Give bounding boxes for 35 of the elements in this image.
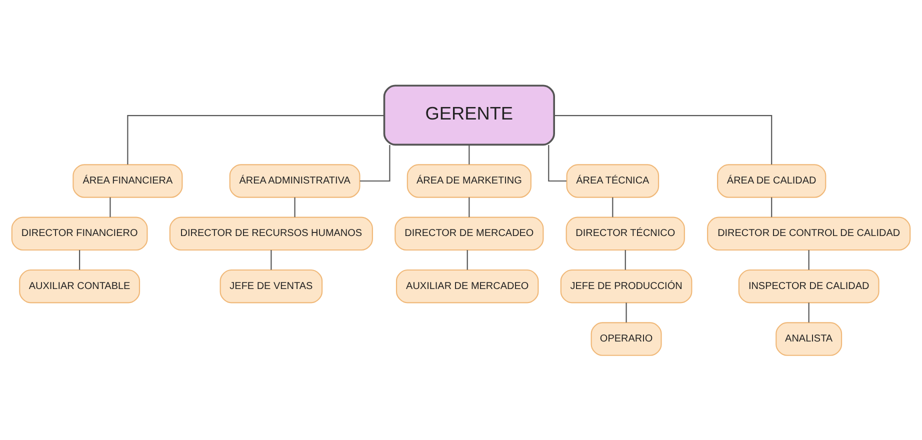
connector — [79, 250, 80, 270]
connector — [466, 250, 468, 270]
node-box: ANALISTA — [776, 322, 842, 356]
connector — [771, 196, 772, 217]
node-box: JEFE DE PRODUCCIÓN — [560, 268, 692, 303]
node-box: OPERARIO — [590, 322, 662, 356]
connector — [548, 144, 566, 182]
node-box: DIRECTOR DE MERCADEO — [394, 216, 544, 250]
connector — [127, 114, 384, 164]
node-box: AUXILIAR CONTABLE — [19, 268, 140, 303]
connector — [554, 114, 772, 164]
node-box: DIRECTOR DE RECURSOS HUMANOS — [169, 216, 373, 250]
node-box: ÁREA TÉCNICA — [566, 164, 660, 198]
connector — [612, 196, 614, 217]
connector — [626, 302, 627, 322]
node-box: ÁREA DE CALIDAD — [717, 164, 826, 198]
node-box: DIRECTOR TÉCNICO — [566, 216, 685, 250]
connector — [110, 196, 111, 217]
node-box: ÁREA FINANCIERA — [72, 164, 183, 198]
connector — [294, 196, 296, 217]
connector — [808, 302, 810, 322]
connector — [360, 144, 390, 182]
node-box: AUXILIAR DE MERCADEO — [396, 268, 539, 303]
node-box: DIRECTOR FINANCIERO — [11, 216, 148, 250]
node-box: ÁREA DE MARKETING — [406, 164, 532, 198]
node-box: GERENTE — [383, 84, 555, 146]
node-box: ÁREA ADMINISTRATIVA — [229, 164, 360, 198]
node-box: DIRECTOR DE CONTROL DE CALIDAD — [707, 216, 911, 250]
connector — [468, 196, 470, 217]
connector — [270, 250, 272, 270]
connector — [468, 144, 470, 164]
node-box: JEFE DE VENTAS — [220, 268, 323, 303]
connector — [624, 250, 626, 270]
node-box: INSPECTOR DE CALIDAD — [738, 268, 880, 303]
connector — [808, 250, 810, 270]
